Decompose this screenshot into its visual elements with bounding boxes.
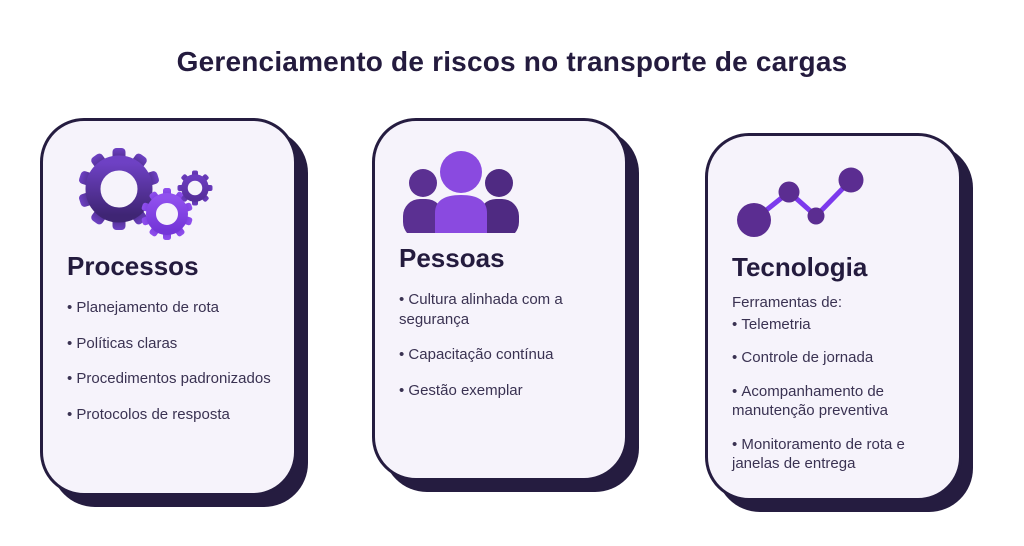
gears-icon [67,147,272,241]
card-heading-processos: Processos [67,251,199,281]
processos-list: Planejamento de rota Políticas claras Pr… [67,298,272,424]
network-dots-icon [732,160,937,240]
list-item: Monitoramento de rota e janelas de entre… [732,435,937,474]
list-item: Protocolos de resposta [67,405,272,425]
pessoas-list: Cultura alinhada com a segurança Capacit… [399,290,603,400]
tecnologia-list: Telemetria Controle de jornada Acompanha… [732,315,937,474]
list-item: Cultura alinhada com a segurança [399,290,603,329]
list-item: Capacitação contínua [399,345,603,365]
card-heading-tecnologia: Tecnologia [732,252,868,282]
list-item: Acompanhamento de manutenção preventiva [732,382,937,421]
people-icon [399,151,603,233]
list-item: Controle de jornada [732,348,937,368]
card-heading-pessoas: Pessoas [399,243,505,273]
tools-intro: Ferramentas de: [732,294,843,311]
list-item: Gestão exemplar [399,381,603,401]
list-item: Planejamento de rota [67,298,272,318]
list-item: Telemetria [732,315,937,335]
list-item: Procedimentos padronizados [67,369,272,389]
card-processos: Processos Planejamento de rota Políticas… [40,118,297,496]
page-title: Gerenciamento de riscos no transporte de… [176,46,848,77]
list-item: Políticas claras [67,334,272,354]
card-tecnologia: Tecnologia Ferramentas de: Telemetria Co… [705,133,962,501]
card-pessoas: Pessoas Cultura alinhada com a segurança… [372,118,628,481]
